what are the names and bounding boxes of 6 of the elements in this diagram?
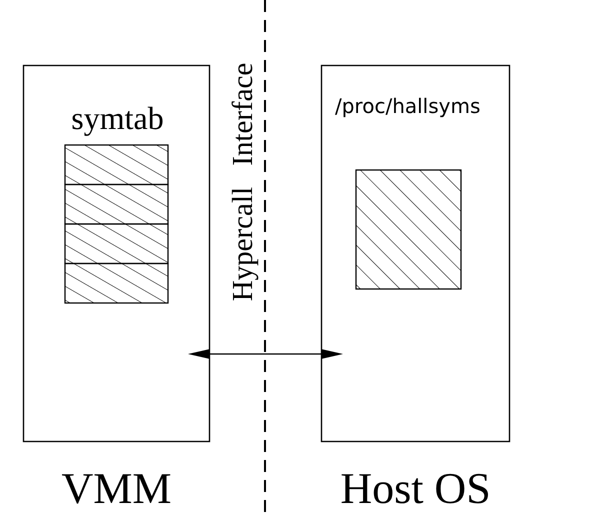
component-title: VMM xyxy=(60,464,173,514)
component-title: Host OS xyxy=(339,464,492,514)
file-path-title: /proc/hallsyms xyxy=(335,93,480,119)
double-arrow xyxy=(188,349,343,359)
vertical-label: Hypercall Interface xyxy=(227,62,259,302)
table-title: symtab xyxy=(70,100,165,136)
